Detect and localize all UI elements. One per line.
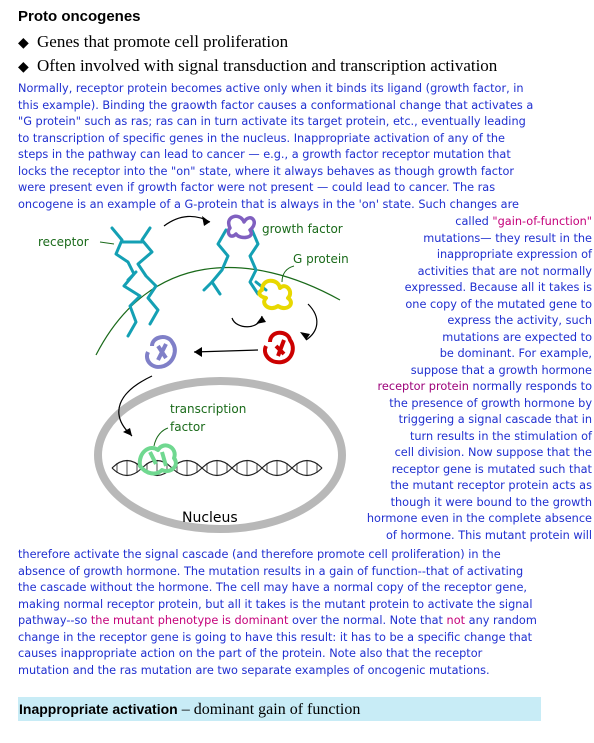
text-fragment: called <box>455 215 493 228</box>
text-line: though it were bound to the growth <box>390 495 592 509</box>
summary-strong: Inappropriate activation <box>19 701 178 717</box>
transcription-factor-label-line2: factor <box>170 420 205 434</box>
text-line: were present even if growth factor were … <box>18 181 496 194</box>
text-line: suppose that a growth hormone <box>410 363 592 377</box>
text-line: mutations— they result in the <box>423 231 592 245</box>
text-fragment: over the normal. Note that <box>288 614 447 627</box>
nucleus <box>94 377 346 533</box>
text-line: mutations are expected to <box>442 330 592 344</box>
text-line: triggering a signal cascade that in <box>398 413 592 426</box>
side-column-text: called "gain-of-function" mutations— the… <box>330 214 592 544</box>
text-line: the presence of growth hormone by <box>389 396 592 410</box>
text-line: turn results in the stimulation of <box>409 429 592 443</box>
text-line: Normally, receptor protein becomes activ… <box>18 82 524 95</box>
transcription-factor-label: transcription <box>170 402 246 416</box>
text-line: absence of growth hormone. The mutation … <box>18 564 524 578</box>
receptor-label: receptor <box>38 235 89 249</box>
text-line: cell division. Now suppose that the <box>394 446 592 459</box>
text-line: receptor protein normally responds to <box>330 379 592 396</box>
g-protein-label: G protein <box>293 252 349 266</box>
bullet-text: Genes that promote cell proliferation <box>37 32 289 51</box>
diamond-bullet-icon: ◆ <box>18 36 29 51</box>
closing-paragraph: therefore activate the signal cascade (a… <box>18 547 588 679</box>
text-line: making normal receptor protein, but all … <box>18 597 533 611</box>
growth-factor-label: growth factor <box>262 222 343 236</box>
text-line: "G protein" such as ras; ras can in turn… <box>18 115 526 128</box>
text-line: the cascade without the hormone. The cel… <box>18 581 527 594</box>
text-line: pathway--so the mutant phenotype is domi… <box>18 613 588 630</box>
arrowhead-icon <box>123 216 310 436</box>
page-title: Proto oncogenes <box>18 8 141 25</box>
text-line: to transcription of specific genes in th… <box>18 131 506 145</box>
text-fragment: normally responds to <box>468 380 592 393</box>
receptor-icon <box>110 226 160 338</box>
nucleus-label: Nucleus <box>182 510 238 526</box>
summary-banner: Inappropriate activation – dominant gain… <box>18 697 541 721</box>
text-line: be dominant. For example, <box>439 347 592 360</box>
text-line: steps in the pathway can lead to cancer … <box>18 148 511 161</box>
intro-paragraph: Normally, receptor protein becomes activ… <box>18 81 588 213</box>
text-line: one copy of the mutated gene to <box>405 297 592 311</box>
activated-protein-icon <box>263 330 295 365</box>
bullet-item: ◆ Genes that promote cell proliferation <box>18 32 288 52</box>
target-protein-icon <box>145 335 177 369</box>
text-line: locks the receptor into the "on" state, … <box>18 164 515 178</box>
text-line: hormone even in the complete absence <box>366 512 592 525</box>
bullet-text: Often involved with signal transduction … <box>37 56 498 75</box>
bound-receptor-icon <box>202 228 268 296</box>
bullet-item: ◆ Often involved with signal transduction… <box>18 56 497 76</box>
dominant-phenotype-term: the mutant phenotype is dominant <box>90 614 289 627</box>
text-line: activities that are not normally <box>417 264 592 278</box>
transcription-factor-icon <box>137 443 178 476</box>
text-line: the mutant receptor protein acts as <box>390 479 592 492</box>
text-line: expressed. Because all it takes is <box>404 281 592 294</box>
text-line: called "gain-of-function" <box>330 214 592 231</box>
summary-rest: – dominant gain of function <box>177 701 361 718</box>
text-line: mutation and the ras mutation are two se… <box>18 663 490 677</box>
text-line: this example). Binding the graowth facto… <box>18 98 534 112</box>
text-line: causes inappropriate action on the part … <box>18 647 483 660</box>
g-protein-icon <box>257 278 293 311</box>
text-line: change in the receptor gene is going to … <box>18 630 533 644</box>
text-line: inappropriate expression of <box>436 248 592 261</box>
emphasis-not: not <box>446 614 466 627</box>
text-line: of hormone. This mutant protein will <box>386 528 592 542</box>
text-fragment: pathway--so <box>18 614 91 627</box>
text-line: therefore activate the signal cascade (a… <box>18 548 501 561</box>
gain-of-function-term: "gain-of-function" <box>492 215 592 228</box>
growth-factor-icon <box>226 214 256 240</box>
receptor-protein-term: receptor protein <box>377 380 469 393</box>
diamond-bullet-icon: ◆ <box>18 60 29 75</box>
text-line: oncogene is an example of a G-protein th… <box>18 197 519 211</box>
cell-membrane <box>95 266 341 356</box>
text-line: express the activity, such <box>447 314 592 327</box>
text-line: receptor gene is mutated such that <box>391 462 592 476</box>
text-fragment: any random <box>465 614 537 627</box>
